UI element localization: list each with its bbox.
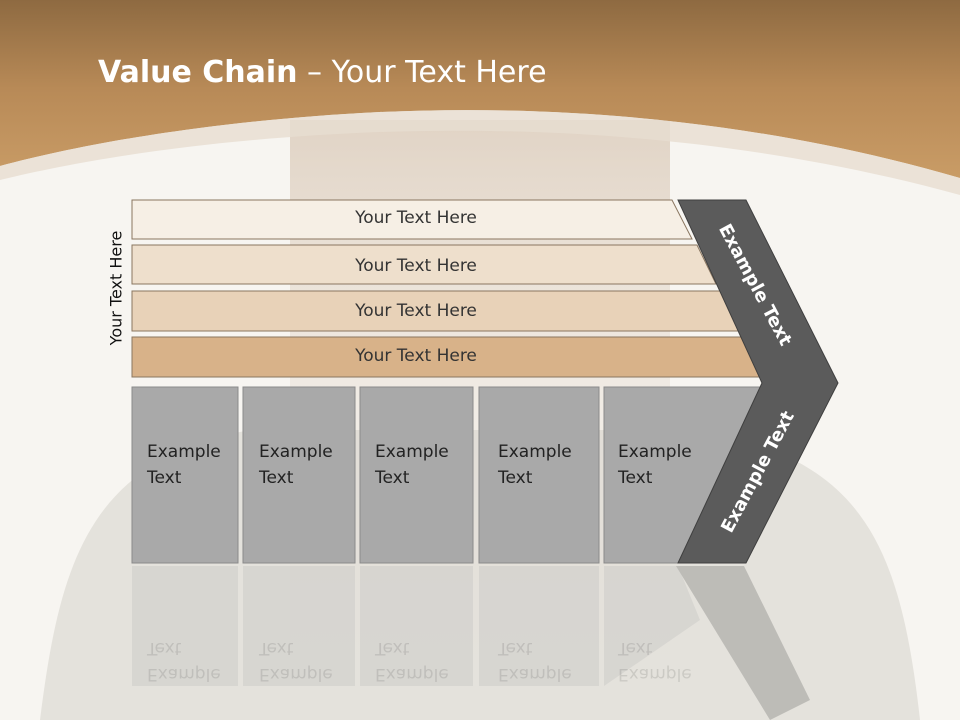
row-3-label: Your Text Here <box>355 301 477 321</box>
reflection <box>132 566 810 720</box>
row-2-label: Your Text Here <box>355 256 477 276</box>
box-2-shape <box>242 386 356 564</box>
row-4-label: Your Text Here <box>355 346 477 366</box>
row-1-shape <box>131 199 693 240</box>
row-2-shape <box>131 244 717 285</box>
header-band <box>0 0 960 178</box>
header-swoosh <box>0 110 960 195</box>
page-title: Value Chain – Your Text Here <box>98 55 547 90</box>
row-1-label: Your Text Here <box>355 208 477 228</box>
box-3-shape <box>359 386 474 564</box>
chevron-shape <box>677 199 839 564</box>
box-1-shape <box>131 386 239 564</box>
side-label: Your Text Here <box>106 230 126 346</box>
box-4-shape <box>478 386 600 564</box>
